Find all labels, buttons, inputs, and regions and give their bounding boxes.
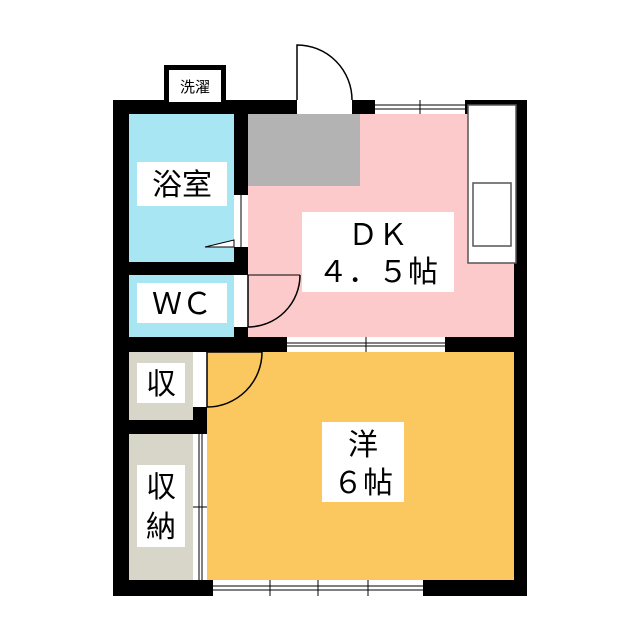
western-door (193, 351, 263, 408)
closet-label-line2: 納 (146, 510, 176, 545)
western-label-line1: 洋 (348, 428, 378, 463)
washer-box: 洗濯 (164, 65, 226, 107)
closet-sliding-door (193, 434, 207, 580)
entry-floor (248, 114, 360, 186)
wc-label: ＷＣ (152, 287, 212, 322)
dk-label-box (302, 212, 454, 292)
closet-label-line1: 収 (146, 470, 176, 505)
dk-western-window (287, 337, 445, 352)
bath-label-box (137, 162, 227, 206)
wc-label-box (137, 283, 227, 323)
bath-door (204, 195, 248, 248)
bottom-window (213, 580, 423, 596)
kitchen-counter (467, 104, 517, 264)
washer-label: 洗濯 (180, 78, 210, 96)
storage-label-box (137, 363, 185, 403)
top-window (375, 100, 465, 114)
bath-label: 浴室 (152, 168, 212, 203)
storage-label: 収 (146, 367, 176, 402)
dk-label-line2: ４．５帖 (318, 255, 438, 290)
dk-label-line1: ＤＫ (348, 218, 408, 253)
western-label-line2: ６帖 (333, 466, 393, 501)
entrance-door (296, 44, 353, 114)
closet-label-box (137, 465, 185, 547)
wc-door (234, 274, 301, 328)
western-label-box (322, 422, 404, 502)
